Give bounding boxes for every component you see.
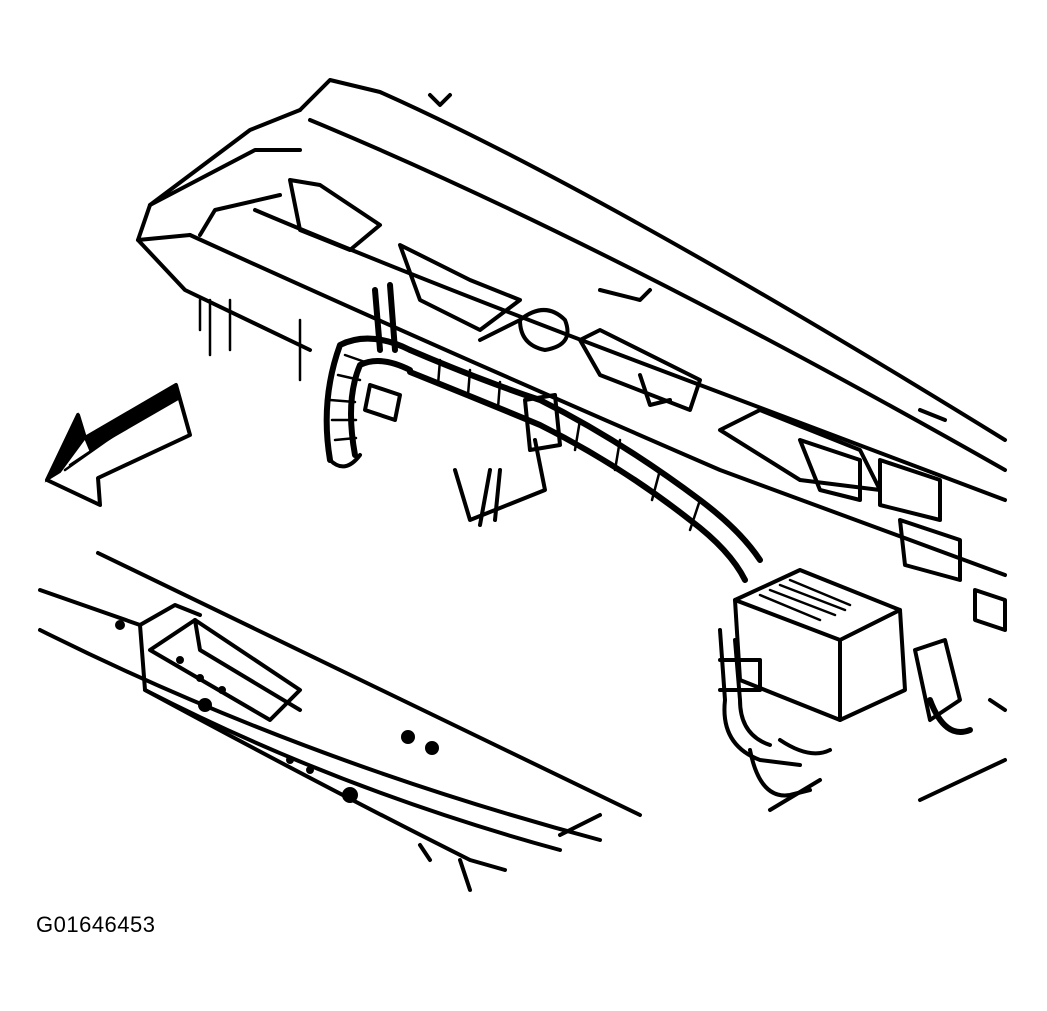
- cowl-panel: [136, 78, 1007, 582]
- direction-arrow-icon: [44, 383, 192, 507]
- junction-block: [718, 568, 1007, 812]
- radiator-support-panel: [38, 551, 642, 892]
- wiring-harness: [323, 282, 763, 583]
- figure-id-label: G01646453: [36, 912, 156, 937]
